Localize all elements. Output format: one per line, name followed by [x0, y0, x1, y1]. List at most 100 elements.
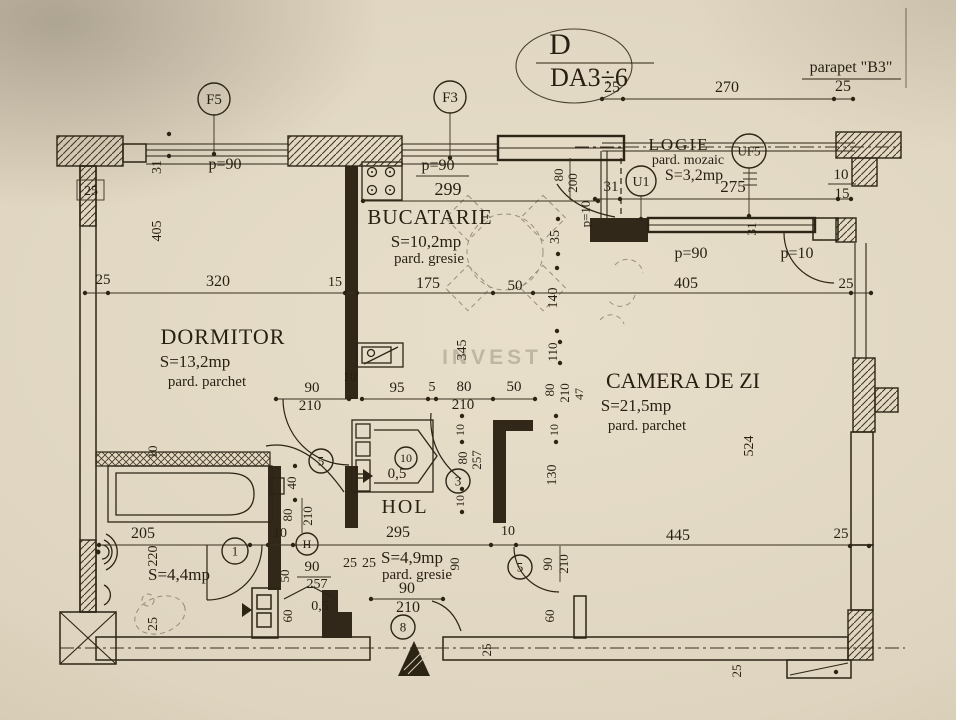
kitchen-label-3: 345: [455, 340, 470, 361]
hall-label-6: pard. gresie: [382, 567, 452, 583]
entry-triangle: [398, 641, 430, 676]
logia-parapet: [575, 142, 902, 218]
dormitor-label-0: DORMITOR: [161, 324, 286, 349]
axis-marker-f3: F3: [433, 80, 467, 114]
door-marker-h: H: [295, 532, 319, 556]
kitchen-label-0: BUCATARIE: [367, 205, 492, 229]
door-marker-5: 5: [308, 448, 334, 474]
bath-label-3: 210: [300, 506, 315, 526]
wall-camera-west: [493, 420, 533, 523]
hol-label-13: 0,5: [388, 466, 407, 482]
mainrow-label-6: 25: [839, 276, 854, 292]
hall-label-7: 90: [447, 558, 462, 571]
kitchen-label-2: pard. gresie: [394, 251, 464, 267]
hol-label-9: 80: [455, 452, 470, 465]
door-arc-hol-camera: [430, 412, 462, 480]
hall-label-8: 0,5: [311, 599, 329, 614]
door-arc-logia-french: [783, 232, 835, 284]
hall-label-1: 257: [307, 577, 328, 592]
hol-label-0: 90: [305, 380, 320, 396]
walls-layer: [56, 131, 905, 679]
svg-text:8: 8: [400, 619, 407, 634]
bath-label-5: 220: [146, 546, 161, 567]
door-arc-bath: [206, 544, 263, 601]
header-label-3: 25: [604, 79, 620, 96]
hall-label-2: 50: [277, 570, 292, 583]
svg-text:H: H: [303, 537, 312, 551]
logia-label-3: 31: [604, 179, 619, 195]
wall-ne-corner: [835, 131, 902, 159]
mainrow-label-3: 175: [416, 275, 440, 292]
hol-label-6: 50: [507, 379, 522, 395]
bath-label-1: 40: [284, 477, 299, 490]
header-label-2: parapet "B3": [810, 59, 893, 76]
bath-label-4: 205: [131, 525, 155, 542]
svg-text:F5: F5: [206, 92, 222, 108]
header-graphics: [515, 8, 907, 104]
sofa-sketch: [599, 258, 644, 325]
kitchen-label-1: S=10,2mp: [391, 232, 462, 251]
door-arc-camera: [513, 546, 560, 593]
logia-label-0: LOGIE: [649, 135, 710, 154]
hol-label-3: 95: [390, 380, 405, 396]
window-unit-u1: [496, 134, 626, 162]
north-label-4: p=90: [421, 157, 454, 174]
door-marker-8: 8: [390, 614, 416, 640]
interior-walls: [95, 166, 839, 639]
hol-label-8: 10: [453, 424, 467, 436]
hall-label-11: 210: [396, 599, 420, 616]
header-label-0: D: [549, 28, 571, 61]
logia-label-12: p=10: [578, 201, 593, 228]
fixtures-layer: [95, 161, 644, 676]
camera-label-3: 524: [742, 436, 757, 457]
wall-east: [835, 217, 899, 661]
header-label-1: DA3÷6: [550, 63, 628, 92]
hol-closet: [351, 419, 438, 493]
door-arc-entry: [431, 600, 462, 632]
mainrow-label-5: 405: [674, 275, 698, 292]
door-marker-10: 10: [394, 446, 418, 470]
mainrow-label-0: 25: [96, 272, 111, 288]
logia-label-13: 35: [548, 230, 563, 244]
logia-label-1: pard. mozaic: [652, 153, 724, 168]
hall-label-12: 25: [479, 644, 494, 657]
logia-label-5: 10: [834, 167, 849, 183]
svg-text:F3: F3: [442, 90, 458, 106]
north-label-5: 299: [435, 179, 462, 199]
bath-label-7: 25: [146, 617, 161, 631]
dormitor-label-2: pard. parchet: [168, 374, 247, 390]
svg-text:5: 5: [517, 559, 524, 574]
svg-text:5: 5: [318, 453, 325, 468]
doors-layer: [206, 158, 835, 632]
hol-label-12: 10: [547, 424, 561, 436]
north-label-0: p=90: [208, 156, 241, 173]
door-leafs-vestibule: [283, 585, 337, 600]
logia-label-14: 140: [546, 288, 561, 309]
hol-label-1: 210: [299, 398, 322, 414]
dimension-lines: [85, 113, 871, 600]
hol-label-11: 10: [453, 495, 467, 507]
kitchen-table-sketch: [444, 194, 567, 312]
hol-label-10: 257: [469, 450, 484, 470]
hol-label-14: HOL: [381, 496, 428, 518]
window-f5: [146, 143, 288, 165]
hall-label-17: 25: [834, 526, 849, 542]
hall-label-5: S=4,9mp: [381, 548, 443, 567]
hol-label-4: 5: [429, 380, 436, 395]
hol-label-7: 210: [452, 397, 475, 413]
logia-label-8: p=10: [780, 245, 813, 262]
hall-label-4: 25: [362, 556, 376, 571]
hall-label-10: 90: [399, 580, 415, 597]
dimension-dots: [82, 96, 874, 675]
hall-label-16: 445: [666, 527, 690, 544]
logia-label-11: 200: [565, 173, 580, 193]
camera-label-7: 47: [572, 388, 586, 400]
svg-text:3: 3: [455, 473, 462, 488]
logia-label-10: 80: [551, 169, 566, 182]
wall-bath-north: [95, 451, 271, 467]
hall-label-15: 210: [556, 554, 571, 574]
mainrow-label-1: 320: [206, 273, 230, 290]
svg-text:10: 10: [400, 451, 412, 465]
door-arc-balcony-kitchen: [556, 183, 616, 218]
